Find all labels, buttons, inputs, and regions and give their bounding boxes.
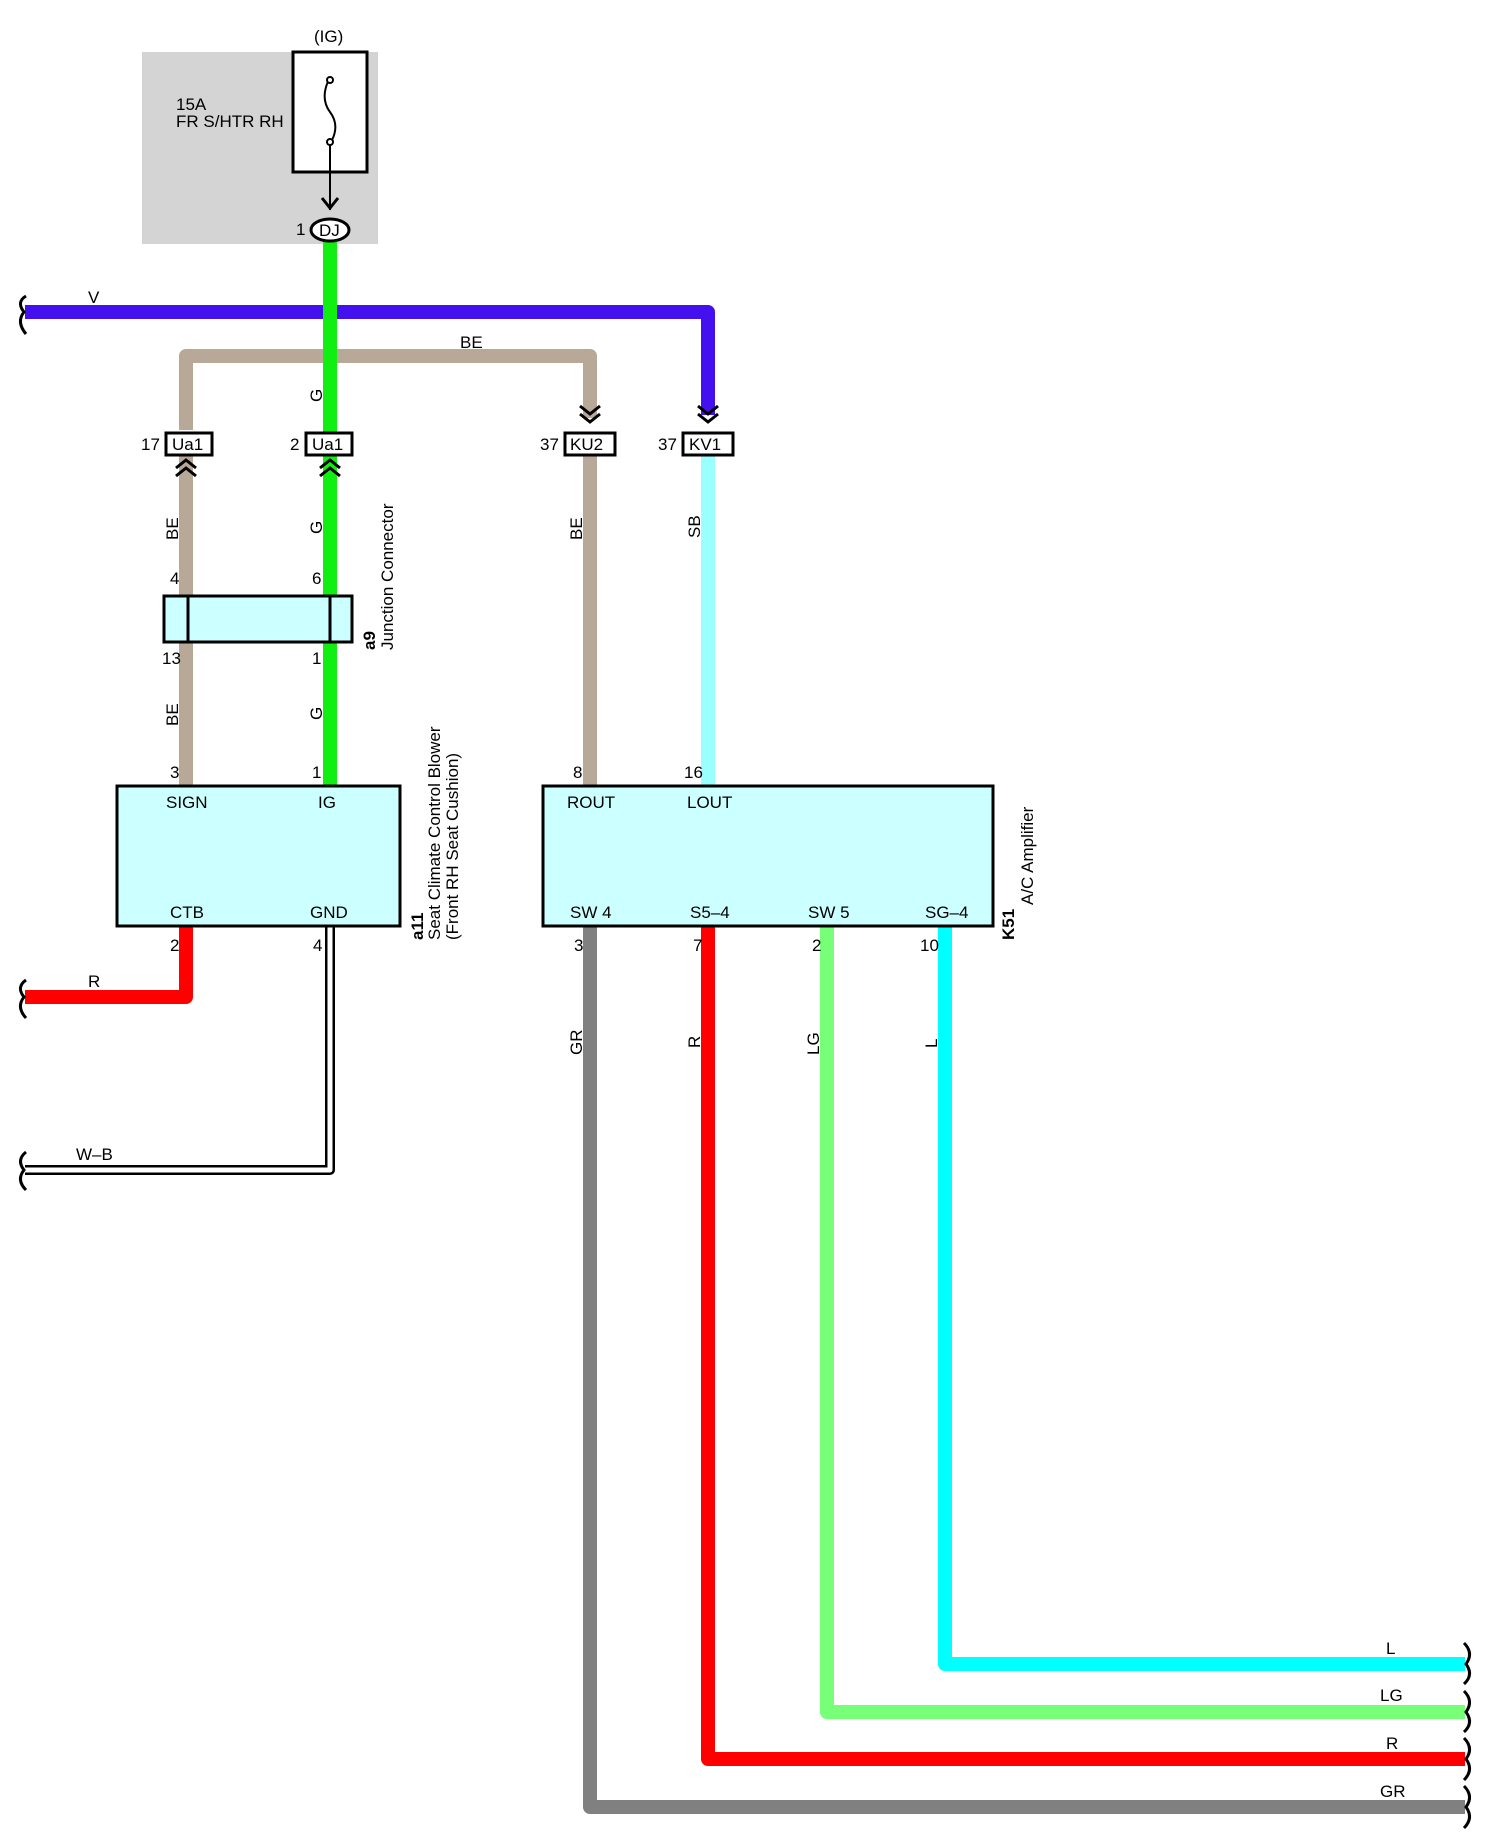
wire-end-bracket-v <box>19 294 28 335</box>
wire-label-g-2: G <box>307 707 326 720</box>
wire-label-lg-end: LG <box>1380 1686 1403 1705</box>
blower-gnd-label: GND <box>310 903 348 922</box>
wire-l <box>938 926 1465 1671</box>
amp-pin-sw5: 2 <box>812 936 821 955</box>
amp-pin-s54: 7 <box>693 936 702 955</box>
wire-end-bracket-l <box>1462 1641 1471 1686</box>
wire-wb <box>25 926 335 1175</box>
connector-ku2-name: KU2 <box>570 435 603 454</box>
blower-sign-label: SIGN <box>166 793 208 812</box>
chevron-down-icon <box>579 412 601 424</box>
connector-ua1-17-name: Ua1 <box>172 435 203 454</box>
connector-dj-label: DJ <box>319 221 340 240</box>
fuse-rating: 15A <box>176 95 207 114</box>
amp-pin-rout: 8 <box>573 763 582 782</box>
wire-label-g-top: G <box>307 389 326 402</box>
fuse-ig-label: (IG) <box>314 27 343 46</box>
amp-name: A/C Amplifier <box>1018 806 1037 905</box>
connector-kv1 <box>681 431 735 457</box>
connector-kv1-name: KV1 <box>689 435 721 454</box>
blower-pin-sign: 3 <box>170 763 179 782</box>
wire-label-v: V <box>88 288 100 307</box>
amp-s54-label: S5–4 <box>690 903 730 922</box>
wire-end-bracket-lg <box>1462 1689 1471 1734</box>
blower-id: a11 <box>408 913 427 940</box>
amp-sg4-label: SG–4 <box>925 903 968 922</box>
wire-lg <box>820 926 1465 1719</box>
wire-label-be-2: BE <box>163 703 182 726</box>
amp-rout-label: ROUT <box>567 793 615 812</box>
wire-end-bracket-r-amp <box>1462 1736 1471 1782</box>
fuse-name: FR S/HTR RH <box>176 112 284 131</box>
wire-wb-inner <box>25 926 333 1173</box>
wire-r-blower <box>25 926 193 1004</box>
connector-ua1-2 <box>304 431 354 457</box>
amp-sw5-label: SW 5 <box>808 903 850 922</box>
amplifier-box <box>541 784 995 928</box>
connector-ua1-17 <box>164 431 214 457</box>
blower-pin-gnd: 4 <box>313 936 322 955</box>
connector-ku2-pin: 37 <box>540 435 559 454</box>
wire-v <box>25 305 715 415</box>
amp-pin-sg4: 10 <box>920 936 939 955</box>
blower-name: Seat Climate Control Blower <box>425 726 444 940</box>
blower-ctb-label: CTB <box>170 903 204 922</box>
junction-pin-1: 1 <box>312 649 321 668</box>
junction-pin-4: 4 <box>170 569 179 588</box>
wire-end-bracket-gr <box>1462 1784 1471 1830</box>
fuse-terminal-bottom <box>326 138 334 146</box>
wire-label-r-vertical: R <box>685 1036 704 1048</box>
connector-dj <box>309 217 351 243</box>
wire-label-l-end: L <box>1386 1639 1395 1658</box>
fuse-pin: 1 <box>296 220 305 239</box>
wire-label-be-ku2: BE <box>567 517 586 540</box>
connector-ua1-17-pin: 17 <box>141 435 160 454</box>
amp-pin-sw4: 3 <box>574 936 583 955</box>
junction-pin-13: 13 <box>162 649 181 668</box>
chevron-up-icon <box>175 466 197 478</box>
blower-pin-ig: 1 <box>312 763 321 782</box>
blower-ig-label: IG <box>318 793 336 812</box>
wire-label-r-blower: R <box>88 972 100 991</box>
blower-pin-ctb: 2 <box>170 936 179 955</box>
blower-box <box>115 784 402 928</box>
wire-end-bracket-wb <box>19 1150 28 1192</box>
blower-sub: (Front RH Seat Cushion) <box>443 753 462 940</box>
wire-label-lg-vertical: LG <box>804 1032 823 1055</box>
wire-be-top <box>179 349 597 430</box>
amp-id: K51 <box>999 909 1018 940</box>
wire-label-be-top: BE <box>460 333 483 352</box>
chevron-down-icon <box>697 412 719 424</box>
chevron-up-icon <box>175 458 197 470</box>
wire-label-g-1: G <box>307 521 326 534</box>
wire-label-gr-end: GR <box>1380 1782 1406 1801</box>
amp-pin-lout: 16 <box>684 763 703 782</box>
wire-label-wb: W–B <box>76 1145 113 1164</box>
wire-label-l-vertical: L <box>922 1039 941 1048</box>
connector-ua1-2-pin: 2 <box>290 435 299 454</box>
chevron-up-icon <box>319 458 341 470</box>
connector-ku2 <box>563 431 617 457</box>
wire-label-be-1: BE <box>163 517 182 540</box>
chevron-down-icon <box>579 404 601 416</box>
fuse-terminal-top <box>326 76 334 84</box>
wire-r-amp <box>701 926 1465 1766</box>
junction-name: Junction Connector <box>378 503 397 650</box>
junction-id: a9 <box>360 631 379 650</box>
chevron-up-icon <box>319 466 341 478</box>
wire-label-r-end: R <box>1386 1734 1398 1753</box>
wire-label-sb: SB <box>685 515 704 538</box>
wire-end-bracket-r <box>19 978 28 1020</box>
connector-ua1-2-name: Ua1 <box>312 435 343 454</box>
junction-connector-box <box>162 594 354 644</box>
amp-sw4-label: SW 4 <box>570 903 612 922</box>
chevron-down-icon <box>697 404 719 416</box>
arrow-down-icon <box>320 197 340 211</box>
amp-lout-label: LOUT <box>687 793 732 812</box>
connector-kv1-pin: 37 <box>658 435 677 454</box>
wire-label-gr-vertical: GR <box>567 1030 586 1056</box>
wire-gr <box>583 926 1465 1814</box>
junction-pin-6: 6 <box>312 569 321 588</box>
